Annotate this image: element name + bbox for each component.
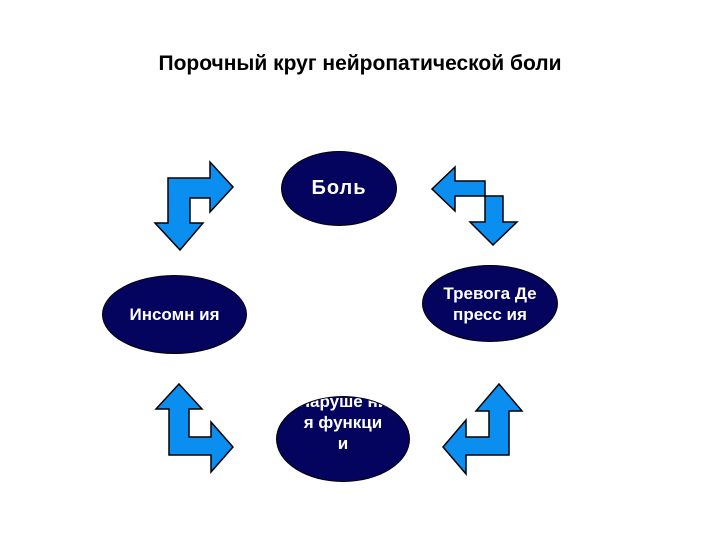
arrow-dysfunction-to-insomnia-icon: [154, 382, 234, 474]
arrow-anxiety-to-dysfunction-icon: [442, 382, 524, 477]
node-dysfunction: Наруше ния функци и: [276, 396, 410, 482]
node-anxiety-depression-label: Тревога Депресс ия: [443, 283, 537, 324]
diagram-title: Порочный круг нейропатической боли: [158, 52, 562, 75]
arrow-insomnia-to-pain-icon: [153, 160, 235, 252]
arrow-pain-to-anxiety-icon: [430, 165, 519, 247]
node-pain-label: Боль: [311, 177, 367, 199]
node-pain: Боль: [281, 151, 397, 226]
node-anxiety-depression: Тревога Депресс ия: [422, 265, 558, 342]
node-insomnia-label: Инсомн ия: [129, 305, 220, 324]
node-insomnia: Инсомн ия: [102, 275, 247, 354]
node-dysfunction-label: Наруше ния функци и: [297, 396, 389, 453]
